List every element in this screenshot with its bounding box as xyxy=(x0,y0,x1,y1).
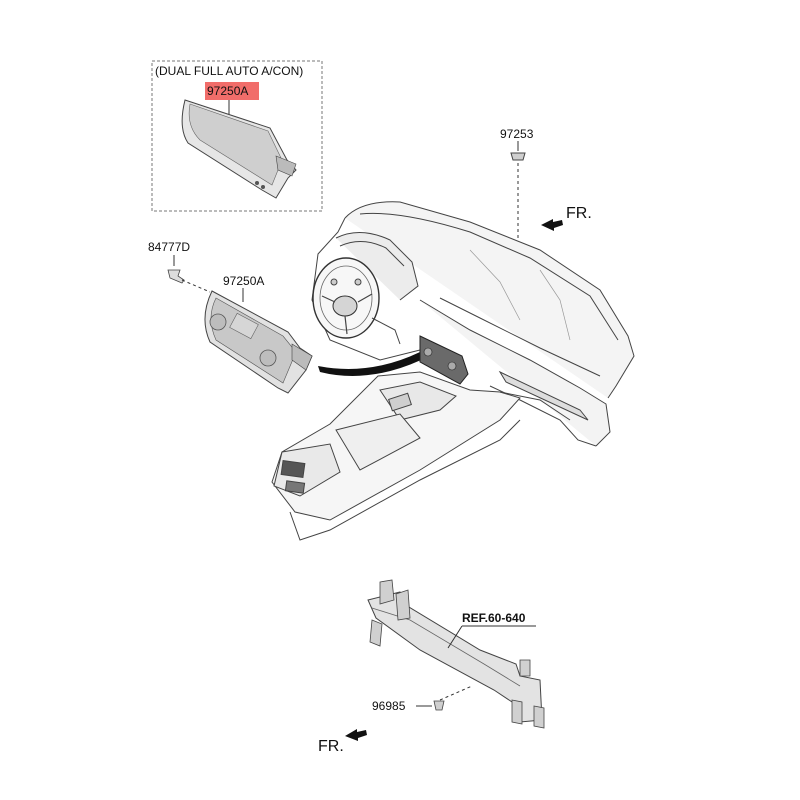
fastener-96985: 96985 xyxy=(372,685,473,713)
cross-member-bracket: REF.60-640 xyxy=(367,579,545,729)
controller-label: 97250A xyxy=(223,274,264,288)
connector-swoosh xyxy=(318,352,421,376)
fr-top-label: FR. xyxy=(566,205,592,222)
fr-arrow-bottom: FR. xyxy=(318,729,367,755)
inset-title: (DUAL FULL AUTO A/CON) xyxy=(155,64,303,78)
screw-84777d: 84777D xyxy=(148,240,211,293)
inset-panel: (DUAL FULL AUTO A/CON) 97250A xyxy=(151,60,323,212)
fr-bottom-label: FR. xyxy=(318,738,344,755)
ref-label: REF.60-640 xyxy=(462,611,526,625)
dashboard-drawing xyxy=(271,201,635,541)
inset-part-label: 97250A xyxy=(207,84,248,98)
controller-97250a: 97250A xyxy=(204,274,313,394)
inset-controller-drawing xyxy=(181,99,297,199)
fr-arrow-top: FR. xyxy=(541,205,592,231)
fr-arrow-top-icon xyxy=(541,219,563,231)
clip-label: 97253 xyxy=(500,127,534,141)
part-label-highlight xyxy=(205,82,259,100)
screw-label: 84777D xyxy=(148,240,190,254)
fastener-label: 96985 xyxy=(372,699,406,713)
fr-arrow-bottom-icon xyxy=(345,729,367,741)
